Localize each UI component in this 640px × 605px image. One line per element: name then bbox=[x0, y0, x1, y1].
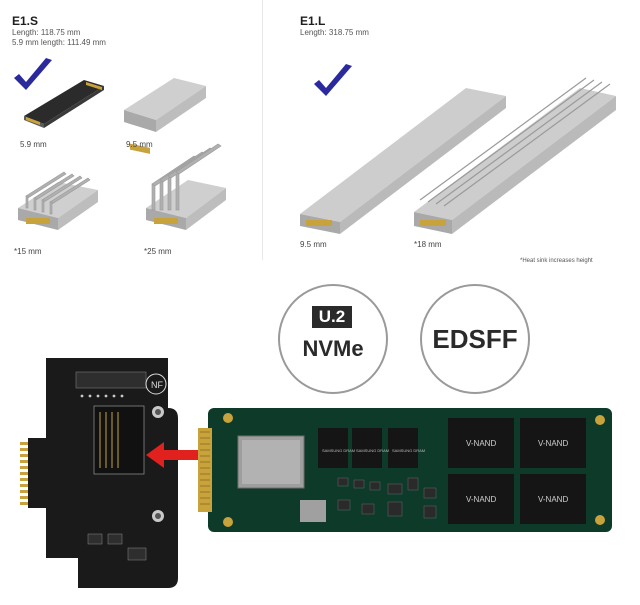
checkmark-icon bbox=[14, 58, 52, 90]
e1l-form-factors bbox=[300, 64, 616, 234]
e1l-title: E1.L bbox=[300, 14, 326, 28]
e1s-length: Length: 118.75 mm bbox=[12, 28, 81, 37]
edsff-ssd-board: SAMSUNG DRAM SAMSUNG DRAM SAMSUNG DRAM V… bbox=[198, 408, 612, 532]
u2-nvme-badge: U.2 NVMe bbox=[278, 284, 388, 394]
nand-label-4: V-NAND bbox=[538, 495, 568, 504]
adapter-logo: NF bbox=[151, 380, 163, 390]
e1l-length: Length: 318.75 mm bbox=[300, 28, 369, 37]
caption-15mm: *15 mm bbox=[14, 247, 42, 256]
dram-label-1: SAMSUNG DRAM bbox=[322, 448, 355, 453]
u2-adapter-board: NF bbox=[20, 358, 178, 588]
drive-e1s-5-9mm bbox=[24, 80, 104, 128]
edsff-label: EDSFF bbox=[432, 324, 518, 354]
dram-label-3: SAMSUNG DRAM bbox=[392, 448, 425, 453]
heat-sink-footnote: *Heat sink increases height bbox=[520, 258, 593, 264]
drive-e1l-18mm bbox=[414, 77, 616, 234]
drive-e1s-25mm bbox=[146, 143, 226, 230]
caption-5-9mm: 5.9 mm bbox=[20, 140, 47, 149]
e1s-length-2: 5.9 mm length: 111.49 mm bbox=[12, 38, 106, 47]
e1s-form-factors bbox=[14, 58, 226, 230]
u2-label: U.2 bbox=[312, 306, 352, 328]
caption-25mm: *25 mm bbox=[144, 247, 172, 256]
drive-e1s-15mm bbox=[18, 171, 98, 230]
checkmark-icon bbox=[314, 64, 352, 96]
drive-e1s-9-5mm bbox=[124, 78, 206, 154]
caption-9-5mm: 9.5 mm bbox=[126, 140, 153, 149]
nand-label-1: V-NAND bbox=[466, 439, 496, 448]
caption-e1l-18mm: *18 mm bbox=[414, 240, 442, 249]
dram-label-2: SAMSUNG DRAM bbox=[356, 448, 389, 453]
edsff-badge: EDSFF bbox=[420, 284, 530, 394]
nand-label-2: V-NAND bbox=[538, 439, 568, 448]
drive-e1l-9-5mm bbox=[300, 88, 506, 234]
nand-label-3: V-NAND bbox=[466, 495, 496, 504]
caption-e1l-9-5mm: 9.5 mm bbox=[300, 240, 327, 249]
arrow-left-icon bbox=[146, 442, 202, 468]
e1s-title: E1.S bbox=[12, 14, 39, 28]
nvme-label: NVMe bbox=[302, 336, 364, 361]
section-divider bbox=[262, 0, 263, 260]
